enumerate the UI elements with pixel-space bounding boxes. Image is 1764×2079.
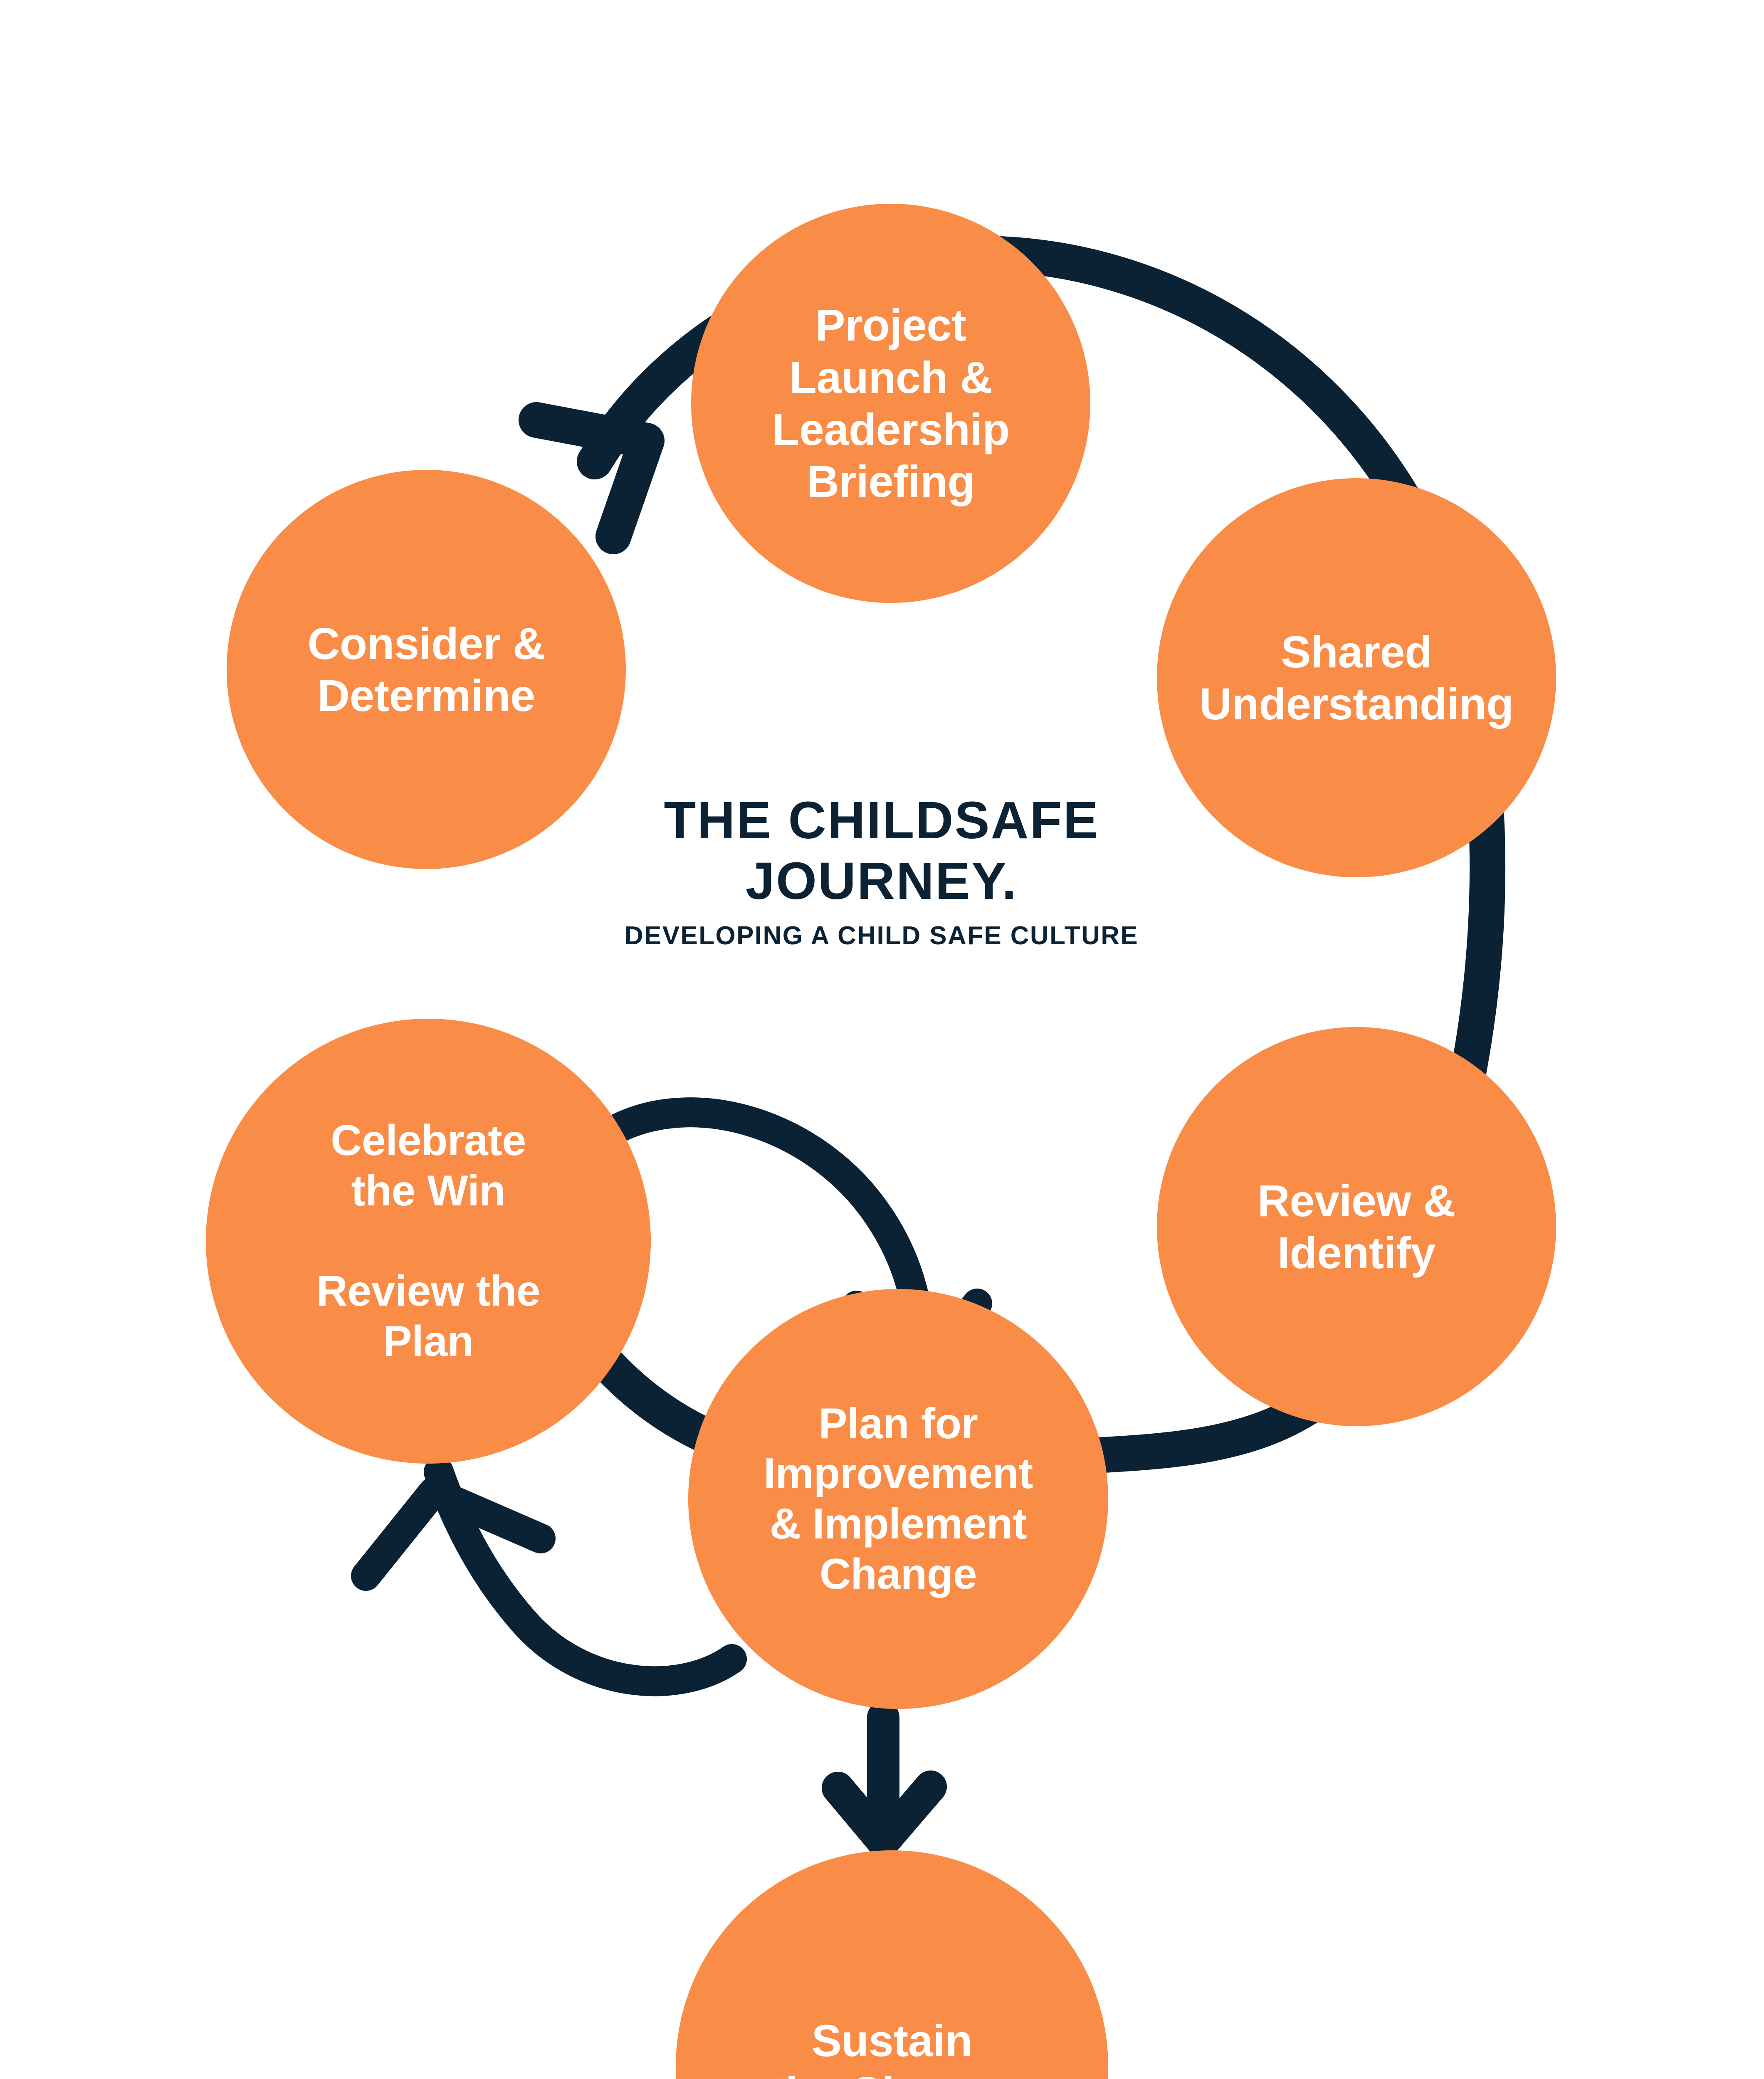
node-sustain-change-label: Sustain the Change	[771, 2015, 1013, 2079]
node-plan-improvement-label: Plan for Improvement & Implement Change	[763, 1399, 1033, 1598]
node-plan-improvement[interactable]: Plan for Improvement & Implement Change	[688, 1289, 1108, 1709]
node-shared-understanding-label: Shared Understanding	[1199, 626, 1514, 729]
node-consider-determine-label: Consider & Determine	[307, 618, 545, 721]
node-project-launch-label: Project Launch & Leadership Briefing	[772, 300, 1010, 507]
node-celebrate-review-label: Celebrate the Win Review the Plan	[316, 1116, 541, 1365]
node-review-identify[interactable]: Review & Identify	[1157, 1027, 1556, 1426]
arrow-plan-to-sustain	[822, 1701, 947, 1858]
node-celebrate-review[interactable]: Celebrate the Win Review the Plan	[206, 1019, 651, 1464]
node-project-launch[interactable]: Project Launch & Leadership Briefing	[691, 204, 1090, 603]
node-review-identify-label: Review & Identify	[1257, 1175, 1456, 1278]
arrowhead-to-project-launch	[519, 402, 665, 554]
node-shared-understanding[interactable]: Shared Understanding	[1157, 478, 1556, 877]
node-consider-determine[interactable]: Consider & Determine	[227, 470, 626, 869]
arrow-plan-to-celebrate	[351, 1457, 747, 1696]
